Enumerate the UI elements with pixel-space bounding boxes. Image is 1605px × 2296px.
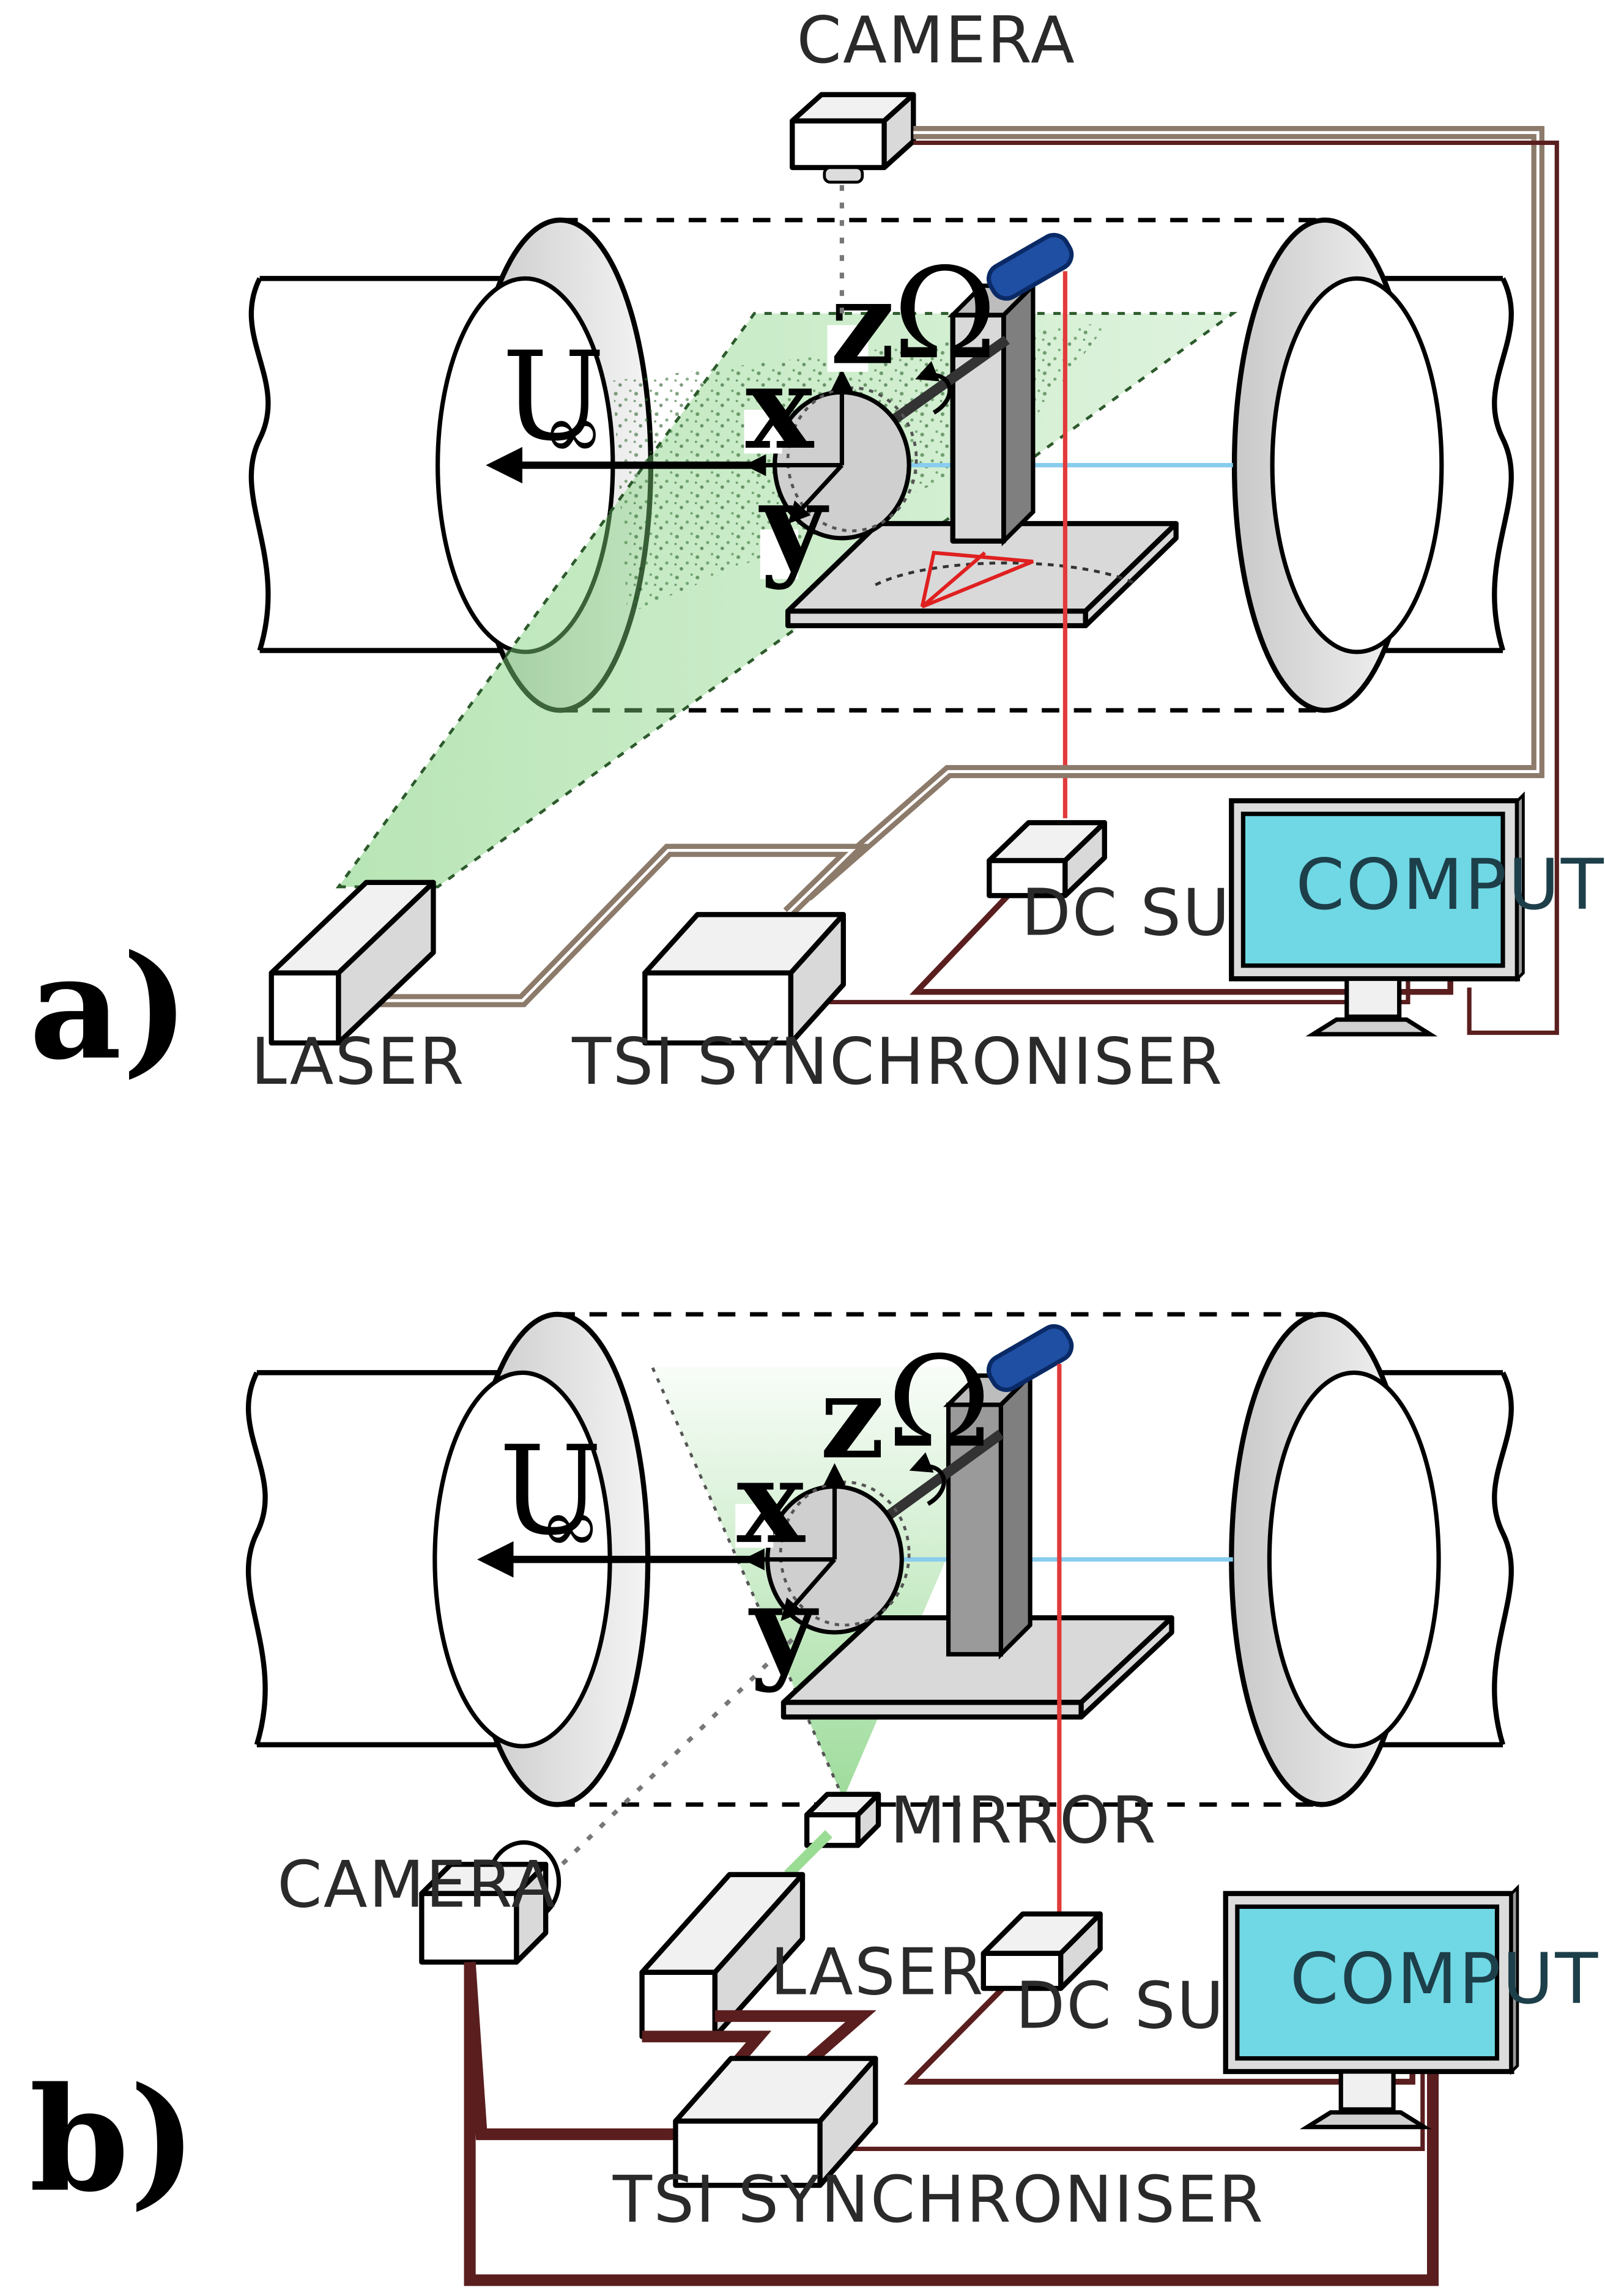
mirror-label: MIRROR <box>890 1783 1157 1857</box>
axis-x-label: x <box>746 341 815 475</box>
camera-label-top: CAMERA <box>796 3 1076 78</box>
axis-y-arrow-b <box>780 1558 837 1621</box>
synchroniser-label: TSI SYNCHRONISER <box>571 1024 1224 1099</box>
dc-supply-cable-b <box>903 1964 1415 2085</box>
panel-b-label: b) <box>29 2056 197 2224</box>
sync-cable <box>790 980 1410 1005</box>
laser-beam-b <box>784 1830 832 1878</box>
panel-b: U ∞ Ω z x y <box>29 1311 1605 2286</box>
axis-y-arrow <box>788 464 844 524</box>
camera-computer-cable-b <box>464 1962 1439 2286</box>
axis-x-label-b: x <box>737 1435 806 1569</box>
motor-cap-b <box>986 1324 1074 1392</box>
support-pillar-b <box>943 1370 1036 1660</box>
freestream-subscript-b: ∞ <box>540 1483 601 1568</box>
computer-screen-b <box>1235 1904 1500 2061</box>
sync-computer-cable-b <box>820 2070 1425 2151</box>
panel-a: U ∞ Ω z <box>29 3 1605 1099</box>
axis-z-label-b: z <box>820 1350 885 1484</box>
camera-top <box>790 92 916 320</box>
dc-supply-cable <box>909 870 1453 995</box>
freestream-velocity-label-b: U <box>499 1420 602 1563</box>
rotation-label: Ω <box>893 242 997 387</box>
computer-screen <box>1240 812 1505 968</box>
laser-box <box>269 880 436 1046</box>
motor-cap <box>986 232 1074 301</box>
camera-label-side: CAMERA <box>277 1847 557 1922</box>
freestream-velocity-label: U <box>502 326 606 468</box>
computer-monitor-b <box>1223 1884 1519 2130</box>
dc-supply-box <box>987 820 1107 898</box>
dc-supply-box-b <box>980 1911 1103 1991</box>
computer-label: COMPUTER <box>1295 845 1605 926</box>
laser-sync-cable-b <box>714 2010 877 2072</box>
synchroniser-box-b <box>673 2056 878 2188</box>
rotation-label-b: Ω <box>887 1330 991 1476</box>
computer-label-b: COMPUTER <box>1290 1939 1605 2020</box>
synchroniser-box <box>642 912 846 1046</box>
axis-y-label-b: y <box>748 1560 819 1694</box>
wind-tunnel-right-section-b <box>1229 1311 1514 1807</box>
computer-monitor <box>1229 791 1525 1037</box>
rotation-arrow-b <box>909 1452 946 1506</box>
angle-marker <box>920 550 1034 609</box>
wind-tunnel-right-section <box>1231 217 1514 713</box>
laser-label-b: LASER <box>771 1935 985 2010</box>
freestream-subscript: ∞ <box>543 389 603 474</box>
laser-label: LASER <box>251 1024 465 1099</box>
synchroniser-label-b: TSI SYNCHRONISER <box>612 2163 1265 2237</box>
camera-cable-dark <box>913 140 1559 1035</box>
rotation-arrow <box>915 361 952 415</box>
camera-side <box>419 1840 562 1965</box>
panel-a-label: a) <box>29 924 190 1092</box>
axis-y-label: y <box>758 457 829 591</box>
